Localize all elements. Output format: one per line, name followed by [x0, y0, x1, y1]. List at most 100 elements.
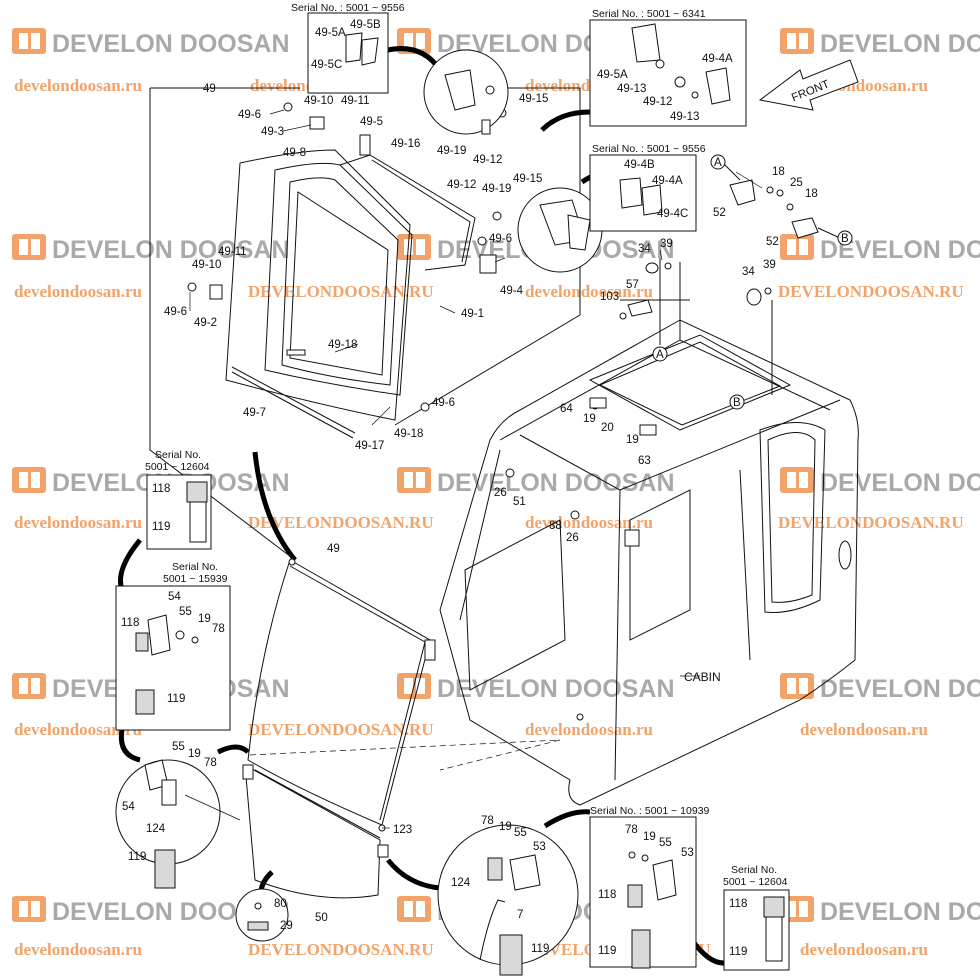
watermark-url-caps: DEVELONDOOSAN.RU [248, 513, 434, 532]
watermark-url: develondoosan.ru [525, 720, 653, 739]
watermark-brand: DEVELON DOOSAN [820, 675, 980, 703]
callout-49-19: 49-19 [437, 145, 466, 157]
callout-49-4C: 49-4C [657, 208, 688, 220]
callout-49-16: 49-16 [391, 138, 420, 150]
callout-49-11: 49-11 [218, 246, 247, 258]
callout-118: 118 [152, 483, 170, 495]
callout-49: 49 [203, 83, 216, 95]
callout-78: 78 [625, 824, 638, 836]
watermark-url-caps: DEVELONDOOSAN.RU [248, 282, 434, 301]
callout-49-door: 49 [327, 543, 340, 555]
watermark-brand: DEVELON DOOSAN [437, 675, 675, 703]
serial-box-15939: Serial No. 5001 ~ 15939 [115, 561, 231, 731]
watermark-brand: DEVELON DOOSAN [52, 236, 290, 264]
watermark-brand: DEVELON DOOSAN [820, 30, 980, 58]
watermark-url: develondoosan.ru [14, 282, 142, 301]
callout-124: 124 [451, 877, 471, 889]
callout-49-12: 49-12 [447, 179, 476, 191]
callout-49-10: 49-10 [192, 259, 221, 271]
serial-label-line2: 5001 ~ 12604 [723, 876, 788, 888]
callout-49-15: 49-15 [519, 93, 548, 105]
callout-20: 20 [601, 422, 614, 434]
callout-64: 64 [560, 403, 573, 415]
callout-49-5C: 49-5C [311, 59, 342, 71]
callout-49-5: 49-5 [360, 116, 383, 128]
callout-26: 26 [494, 487, 507, 499]
callout-54: 54 [168, 591, 181, 603]
callout-19: 19 [198, 613, 211, 625]
watermark-logo [397, 896, 431, 922]
callout-119: 119 [128, 851, 146, 863]
marker-B: B [841, 233, 849, 245]
callout-49-4: 49-4 [500, 285, 524, 297]
callout-80: 80 [274, 898, 287, 910]
callout-50: 50 [315, 912, 328, 924]
serial-box-12604-left: Serial No. 5001 ~ 12604 [145, 449, 212, 550]
callout-49-19: 49-19 [482, 183, 511, 195]
watermark-url-caps: DEVELONDOOSAN.RU [248, 940, 434, 959]
serial-box-9556-mid: Serial No. : 5001 ~ 9556 [589, 143, 706, 232]
callout-19: 19 [583, 413, 596, 425]
detail-circle-top [423, 49, 509, 135]
callout-119: 119 [167, 693, 185, 705]
callout-49-8: 49-8 [283, 147, 306, 159]
callout-49-4A: 49-4A [702, 53, 733, 65]
callout-55: 55 [179, 606, 192, 618]
watermark-layer: DEVELON DOOSAN DEVELON DOOSAN DEVELON DO… [12, 28, 980, 959]
serial-label: Serial No. : 5001 ~ 10939 [590, 805, 710, 817]
serial-label-line1: Serial No. [172, 561, 218, 573]
callout-103: 103 [600, 291, 619, 303]
callout-49-12: 49-12 [473, 154, 502, 166]
serial-label-line1: Serial No. [731, 864, 777, 876]
callout-19: 19 [643, 831, 656, 843]
callout-55: 55 [514, 827, 527, 839]
watermark-brand: DEVELON DOOSAN [52, 30, 290, 58]
watermark-url-caps: DEVELONDOOSAN.RU [778, 282, 964, 301]
callout-49-5A: 49-5A [597, 69, 628, 81]
watermark-url-caps: DEVELONDOOSAN.RU [248, 720, 434, 739]
watermark-brand: DEVELON DOOSAN [820, 898, 980, 926]
watermark-logo [12, 673, 46, 699]
callout-57: 57 [626, 279, 639, 291]
callout-78: 78 [204, 757, 217, 769]
serial-box-6341: Serial No. : 5001 ~ 6341 [589, 8, 747, 127]
callout-49-4B: 49-4B [624, 159, 655, 171]
watermark-url: develondoosan.ru [800, 940, 928, 959]
watermark-url: develondoosan.ru [525, 513, 653, 532]
callout-124: 124 [146, 823, 166, 835]
callout-78: 78 [481, 815, 494, 827]
callout-63: 63 [638, 455, 651, 467]
marker-A-roof: A [656, 349, 664, 361]
serial-label-line1: Serial No. [155, 449, 201, 461]
callout-49-1: 49-1 [461, 308, 484, 320]
callout-39: 39 [763, 259, 776, 271]
callout-49-4A: 49-4A [652, 175, 683, 187]
callout-49-17: 49-17 [355, 440, 384, 452]
watermark-url: develondoosan.ru [525, 282, 653, 301]
callout-49-11: 49-11 [341, 95, 370, 107]
callout-49-18: 49-18 [328, 339, 357, 351]
serial-box-10939: Serial No. : 5001 ~ 10939 [589, 805, 710, 969]
callout-49-12: 49-12 [643, 96, 672, 108]
callout-52: 52 [713, 207, 726, 219]
serial-label: Serial No. : 5001 ~ 6341 [592, 8, 706, 20]
callout-49-6: 49-6 [432, 397, 455, 409]
callout-52: 52 [766, 236, 779, 248]
callout-18: 18 [805, 188, 818, 200]
callout-55: 55 [659, 837, 672, 849]
cabin-label: CABIN [684, 670, 721, 684]
callout-51: 51 [513, 496, 526, 508]
callout-119: 119 [598, 945, 616, 957]
callout-119: 119 [531, 943, 549, 955]
watermark-logo [780, 28, 814, 54]
watermark-logo [12, 896, 46, 922]
callout-49-15: 49-15 [513, 173, 542, 185]
leader-lines [189, 109, 763, 829]
callout-49-18: 49-18 [394, 428, 423, 440]
detail-circle-small [235, 888, 289, 942]
callout-118: 118 [121, 617, 139, 629]
watermark-logo [397, 467, 431, 493]
marker-A: A [714, 157, 722, 169]
callout-49-6: 49-6 [238, 109, 261, 121]
watermark-logo [780, 234, 814, 260]
